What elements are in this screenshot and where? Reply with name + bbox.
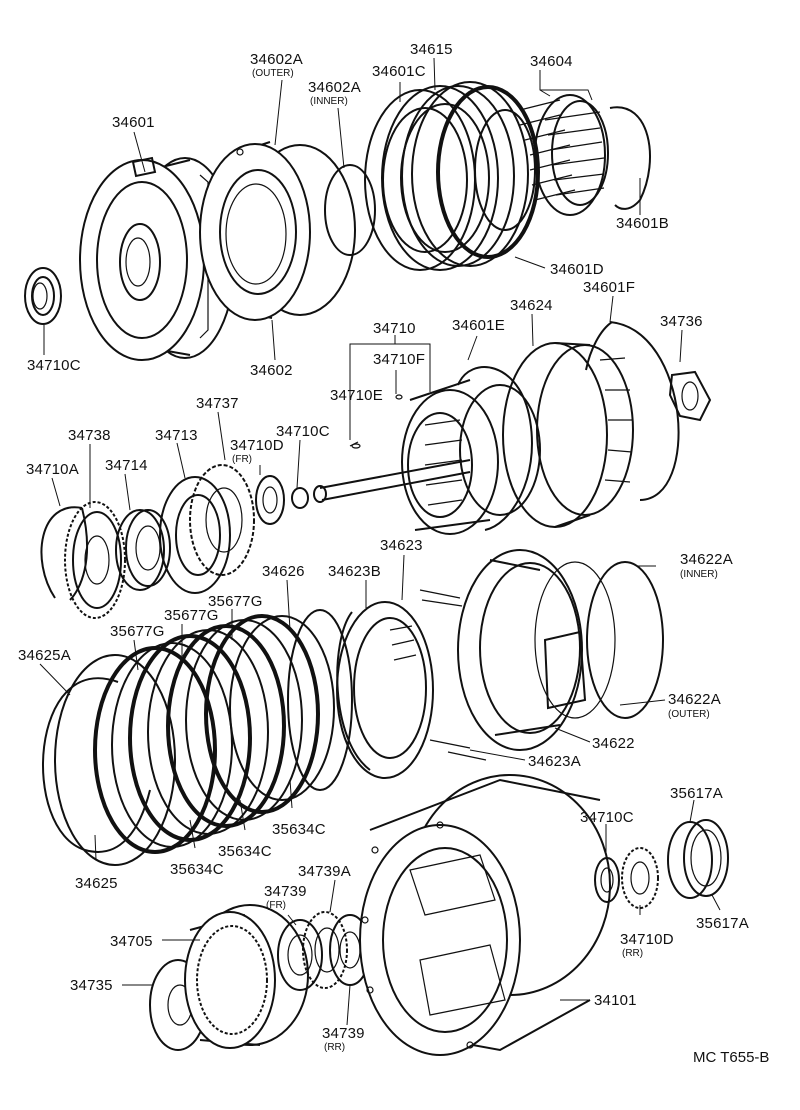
- label-34710C-mid: 34710C: [276, 423, 330, 440]
- part-35617A-seal-rings: [667, 819, 729, 899]
- label-34736: 34736: [660, 313, 703, 330]
- label-34601C: 34601C: [372, 63, 426, 80]
- label-34705: 34705: [110, 933, 153, 950]
- label-34625: 34625: [75, 875, 118, 892]
- label-34710E: 34710E: [330, 387, 383, 404]
- label-35634C-c: 35634C: [170, 861, 224, 878]
- part-34710D-rr-bearing: [621, 847, 659, 909]
- label-34710: 34710: [373, 320, 416, 337]
- label-34622A-inner: 34622A: [680, 551, 733, 568]
- part-34713-thrust-plate: [159, 464, 255, 594]
- label-34622A-inner-note: (INNER): [680, 569, 718, 580]
- label-34622A-outer-note: (OUTER): [668, 709, 710, 720]
- label-35617A-top: 35617A: [670, 785, 723, 802]
- label-34601: 34601: [112, 114, 155, 131]
- label-34623A: 34623A: [528, 753, 581, 770]
- label-34602A-outer-note: (OUTER): [252, 68, 294, 79]
- diagram-code: MC T655-B: [693, 1049, 769, 1066]
- part-34601F-snap-ring: [585, 321, 680, 501]
- part-35677G-35634C-disc-pack: [93, 614, 335, 854]
- part-34626-ring: [287, 609, 353, 791]
- part-34705-ring-gear: [184, 904, 309, 1049]
- label-34714: 34714: [105, 457, 148, 474]
- label-34710F: 34710F: [373, 351, 425, 368]
- label-34623B: 34623B: [328, 563, 381, 580]
- part-34625-flange: [54, 654, 176, 866]
- part-34101-transmission-case: [359, 774, 611, 1056]
- label-35677G-c: 35677G: [110, 623, 165, 640]
- part-34739A-bearing: [302, 911, 348, 989]
- part-34624-clutch-drum: [502, 342, 634, 528]
- label-34601B: 34601B: [616, 215, 669, 232]
- part-34710-clutch-hub: [401, 379, 541, 535]
- label-35677G-a: 35677G: [208, 593, 263, 610]
- part-input-shaft: [313, 441, 471, 503]
- label-34622: 34622: [592, 735, 635, 752]
- label-34710C-bot: 34710C: [580, 809, 634, 826]
- label-34710C-top: 34710C: [27, 357, 81, 374]
- label-34710D-rr-note: (RR): [622, 948, 643, 959]
- label-34710D-fr-note: (FR): [232, 454, 252, 465]
- part-34623-piston: [336, 601, 434, 779]
- part-34736-retainer: [668, 370, 712, 422]
- label-34623: 34623: [380, 537, 423, 554]
- label-34626: 34626: [262, 563, 305, 580]
- part-34622-piston: [457, 549, 587, 751]
- label-34710D-rr: 34710D: [620, 931, 674, 948]
- label-34602A-inner: 34602A: [308, 79, 361, 96]
- part-34710A-snap-ring: [40, 506, 89, 601]
- part-34622A-inner-seal: [586, 561, 664, 719]
- label-34602: 34602: [250, 362, 293, 379]
- label-34625A: 34625A: [18, 647, 71, 664]
- part-34601B-snap-ring: [609, 106, 651, 210]
- label-34602A-inner-note: (INNER): [310, 96, 348, 107]
- label-34739-rr: 34739: [322, 1025, 365, 1042]
- label-34615: 34615: [410, 41, 453, 58]
- part-34602A-inner-seal: [324, 164, 376, 256]
- part-34615-clutch-plates: [364, 81, 540, 271]
- label-34737: 34737: [196, 395, 239, 412]
- part-34738-sun-gear: [64, 501, 126, 619]
- label-35617A-bot: 35617A: [696, 915, 749, 932]
- label-35677G-b: 35677G: [164, 607, 219, 624]
- part-34710C-bottom-washer: [594, 857, 620, 903]
- label-35634C-b: 35634C: [218, 843, 272, 860]
- label-34602A-outer: 34602A: [250, 51, 303, 68]
- label-34739-fr: 34739: [264, 883, 307, 900]
- part-34601E-snap-ring: [457, 366, 533, 531]
- label-34713: 34713: [155, 427, 198, 444]
- label-34710A: 34710A: [26, 461, 79, 478]
- label-34710D-fr: 34710D: [230, 437, 284, 454]
- label-34601E: 34601E: [452, 317, 505, 334]
- part-34739-fr-bearing: [277, 919, 323, 991]
- part-34622A-outer-seal: [534, 561, 616, 719]
- part-34604-return-springs: [519, 94, 609, 216]
- label-34624: 34624: [510, 297, 553, 314]
- label-34738: 34738: [68, 427, 111, 444]
- part-34710D-fr-bearing: [255, 475, 309, 525]
- label-34601F: 34601F: [583, 279, 635, 296]
- part-34710E-seal: [351, 443, 361, 449]
- label-34101: 34101: [594, 992, 637, 1009]
- part-34623-springs: [419, 589, 487, 761]
- label-34622A-outer: 34622A: [668, 691, 721, 708]
- label-34604: 34604: [530, 53, 573, 70]
- part-34710F-seal: [395, 394, 403, 400]
- label-34601D: 34601D: [550, 261, 604, 278]
- leader-lines: [39, 57, 721, 1026]
- label-34735: 34735: [70, 977, 113, 994]
- label-35634C-a: 35634C: [272, 821, 326, 838]
- part-34710C-top-seal: [24, 267, 62, 325]
- part-34602-piston: [199, 141, 356, 321]
- label-34739-rr-note: (RR): [324, 1042, 345, 1053]
- label-34739-fr-note: (FR): [266, 900, 286, 911]
- label-34739A: 34739A: [298, 863, 351, 880]
